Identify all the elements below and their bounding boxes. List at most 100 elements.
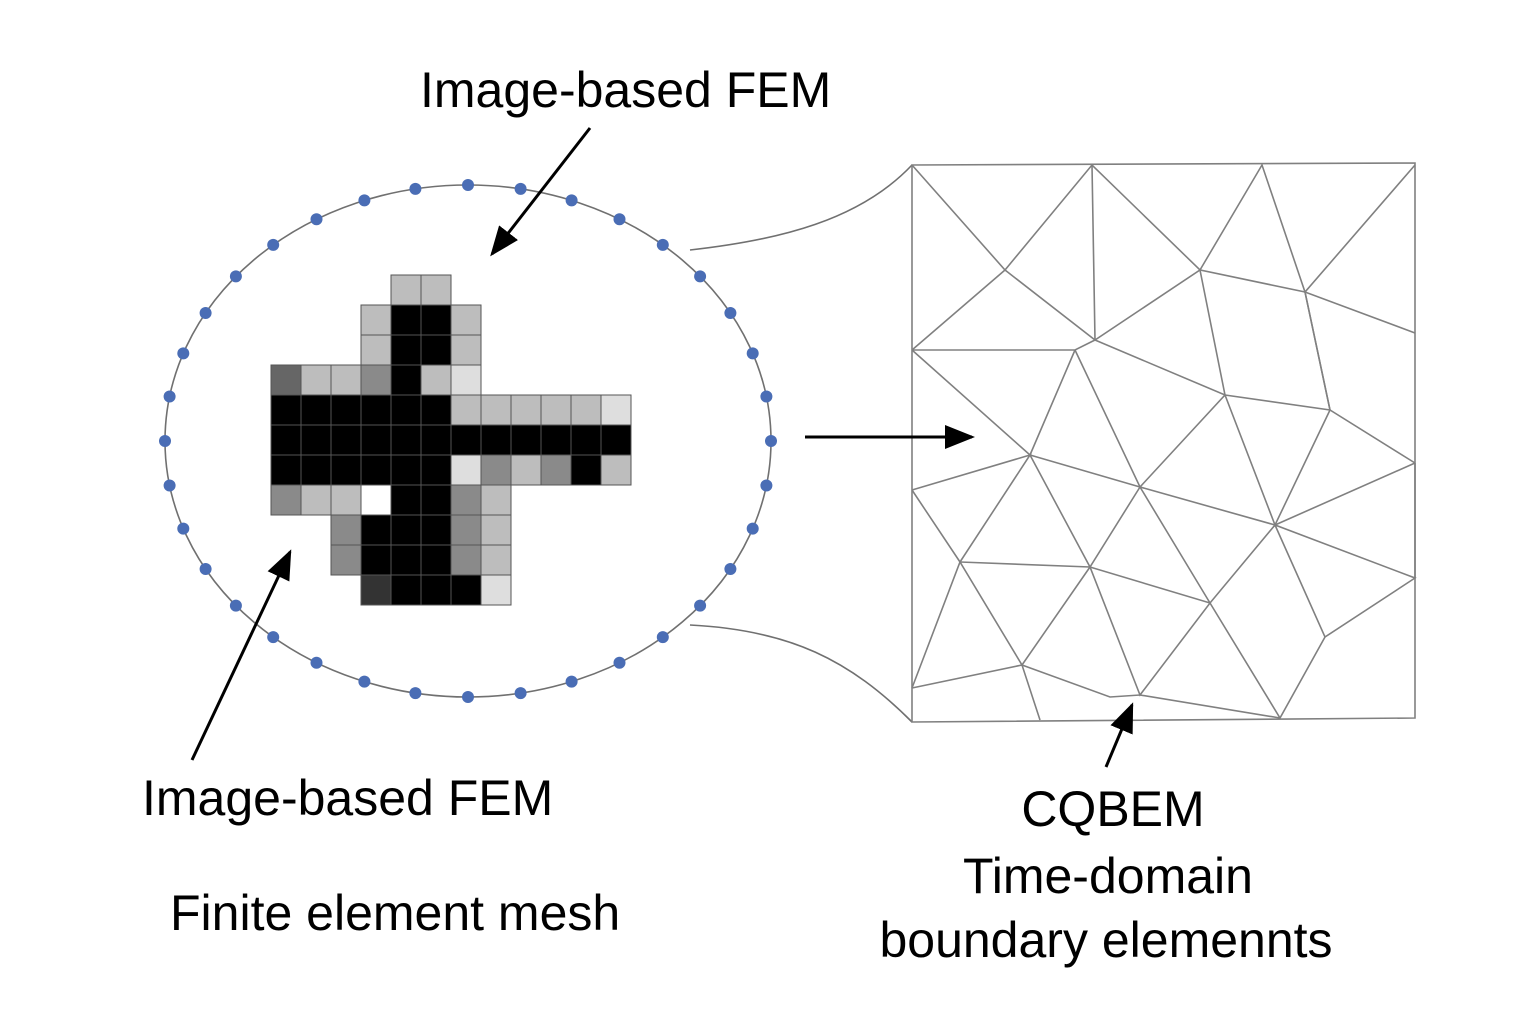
boundary-node <box>267 238 280 251</box>
voxel-cell <box>420 364 452 396</box>
zoom-connector-top <box>689 164 913 251</box>
boundary-node <box>724 563 737 575</box>
voxel-cell <box>540 394 572 426</box>
voxel-cell <box>450 424 482 456</box>
top-label-arrow <box>490 127 592 257</box>
voxel-cell <box>390 304 422 336</box>
voxel-cell <box>390 394 422 426</box>
boundary-node <box>163 479 176 492</box>
voxel-cell <box>510 424 542 456</box>
voxel-cell <box>270 394 302 426</box>
boundary-node <box>163 390 176 403</box>
voxel-cell <box>330 514 362 546</box>
voxel-cell <box>450 394 482 426</box>
voxel-cell <box>360 304 392 336</box>
voxel-cell <box>420 304 452 336</box>
voxel-cell <box>300 364 332 396</box>
voxel-cell <box>360 514 392 546</box>
boundary-node <box>199 307 212 319</box>
triangular-mesh <box>911 162 1417 723</box>
voxel-cell <box>480 424 512 456</box>
voxel-cell <box>270 454 302 486</box>
boundary-node <box>694 599 707 612</box>
voxel-cell <box>450 514 482 546</box>
boundary-node <box>177 347 190 360</box>
voxel-cell <box>300 424 332 456</box>
boundary-node <box>765 435 777 447</box>
voxel-cell <box>360 544 392 576</box>
bottom-left-label: Image-based FEM <box>142 770 553 826</box>
boundary-node <box>514 687 527 700</box>
caption-left: Finite element mesh <box>170 885 620 941</box>
voxel-cell <box>420 394 452 426</box>
boundary-node <box>724 307 737 319</box>
voxel-cell <box>330 394 362 426</box>
voxel-cell <box>390 514 422 546</box>
boundary-node <box>514 182 527 195</box>
voxel-cell <box>420 484 452 516</box>
voxel-cell <box>510 394 542 426</box>
voxel-cell <box>480 514 512 546</box>
boundary-nodes <box>159 179 777 703</box>
boundary-node <box>746 522 759 535</box>
voxel-cell <box>420 544 452 576</box>
boundary-elements-label: boundary elemennts <box>879 912 1332 968</box>
boundary-node <box>613 656 626 669</box>
boundary-node <box>310 213 323 226</box>
voxel-cell <box>360 334 392 366</box>
boundary-node <box>746 347 759 360</box>
boundary-node <box>694 270 707 283</box>
voxel-cell <box>420 274 452 306</box>
voxel-cell <box>390 574 422 606</box>
voxel-cell <box>420 514 452 546</box>
voxel-cell <box>300 454 332 486</box>
boundary-node <box>565 675 578 688</box>
voxel-cell <box>270 484 302 516</box>
boundary-node <box>159 435 171 447</box>
boundary-node <box>229 599 242 612</box>
boundary-node <box>760 479 773 492</box>
voxel-cell <box>420 334 452 366</box>
boundary-node <box>613 213 626 226</box>
voxel-cell <box>330 364 362 396</box>
voxel-cell <box>600 394 632 426</box>
voxel-cell <box>480 574 512 606</box>
voxel-cell <box>570 454 602 486</box>
cqbem-arrow <box>1104 702 1134 768</box>
voxel-cell <box>450 304 482 336</box>
voxel-cell <box>450 484 482 516</box>
voxel-cell <box>480 544 512 576</box>
voxel-cell <box>420 454 452 486</box>
voxel-cell <box>510 454 542 486</box>
voxel-cell <box>600 454 632 486</box>
voxel-cell <box>360 574 392 606</box>
voxel-cell <box>390 424 422 456</box>
voxel-cell <box>330 454 362 486</box>
boundary-node <box>565 194 578 207</box>
voxel-cell <box>450 574 482 606</box>
voxel-cell <box>390 334 422 366</box>
boundary-node <box>409 182 422 195</box>
boundary-node <box>760 390 773 403</box>
voxel-cell <box>360 394 392 426</box>
voxel-cell <box>300 394 332 426</box>
voxel-cell <box>570 424 602 456</box>
voxel-cell <box>570 394 602 426</box>
voxel-cell <box>420 424 452 456</box>
voxel-cell <box>360 454 392 486</box>
bottom-label-arrow <box>190 549 292 761</box>
voxel-cell <box>480 454 512 486</box>
voxel-cell <box>270 364 302 396</box>
boundary-node <box>462 691 474 703</box>
voxel-cell <box>600 424 632 456</box>
boundary-node <box>177 522 190 535</box>
voxel-cell <box>300 484 332 516</box>
voxel-cell <box>390 544 422 576</box>
voxel-cell <box>420 574 452 606</box>
boundary-node <box>267 631 280 644</box>
boundary-node <box>310 656 323 669</box>
voxel-cell <box>450 334 482 366</box>
voxel-cell <box>360 364 392 396</box>
voxel-cell <box>450 454 482 486</box>
voxel-cell <box>480 394 512 426</box>
